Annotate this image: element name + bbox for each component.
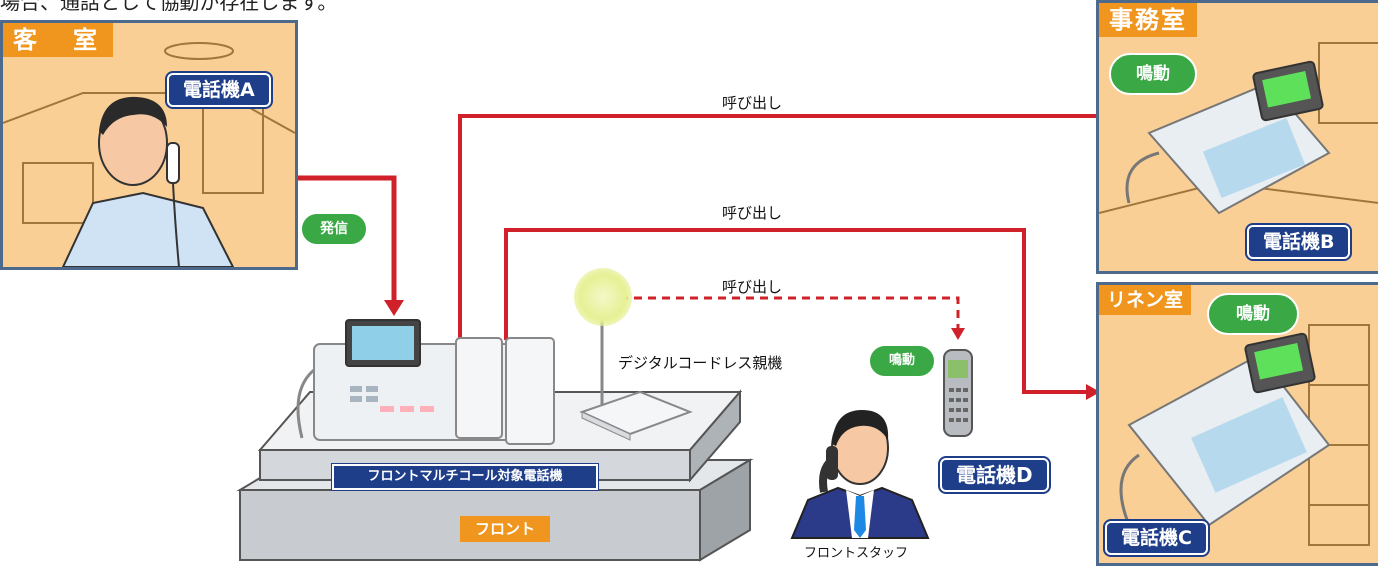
line-call-b <box>458 114 1162 338</box>
arrow-call-d <box>951 328 965 340</box>
phone-c-label: 電話機C <box>1105 521 1208 555</box>
cordless-handset-illustration <box>943 349 973 437</box>
cordless-base-label: デジタルコードレス親機 <box>618 354 783 372</box>
front-staff-label: フロントスタッフ <box>804 546 909 561</box>
linen-room-tag: リネン室 <box>1099 285 1192 315</box>
handset-ring-badge: 鳴動 <box>868 344 936 378</box>
call-label-b: 呼び出し <box>722 94 783 112</box>
office-room-tag: 事務室 <box>1099 3 1197 37</box>
phone-a-label: 電話機A <box>167 73 271 107</box>
front-tag: フロント <box>460 516 550 542</box>
phone-d-label: 電話機D <box>940 458 1049 492</box>
top-caption: 場合、通話として協動が存在します。 <box>0 0 338 14</box>
arrow-call-c <box>1086 384 1100 400</box>
linen-room: リネン室 鳴動 電話機C <box>1096 282 1378 566</box>
office-room: 事務室 鳴動 電話機B <box>1096 0 1378 274</box>
signal-glow <box>574 268 632 326</box>
line-call-c <box>504 228 1088 394</box>
line-call-d <box>620 296 960 330</box>
linen-ring-badge: 鳴動 <box>1207 293 1299 335</box>
guest-room-illustration <box>3 23 295 267</box>
linen-room-illustration <box>1099 285 1378 563</box>
arrow-call-out <box>384 300 404 316</box>
guest-room: 客 室 電話機A <box>0 20 298 270</box>
front-staff-illustration <box>790 410 930 539</box>
call-label-d: 呼び出し <box>722 278 783 296</box>
office-ring-badge: 鳴動 <box>1109 53 1197 95</box>
guest-room-tag: 客 室 <box>3 23 113 57</box>
call-label-c: 呼び出し <box>722 204 783 222</box>
call-out-badge: 発信 <box>300 212 368 246</box>
phone-b-label: 電話機B <box>1247 225 1351 259</box>
front-phone-label: フロントマルチコール対象電話機 <box>332 464 598 490</box>
